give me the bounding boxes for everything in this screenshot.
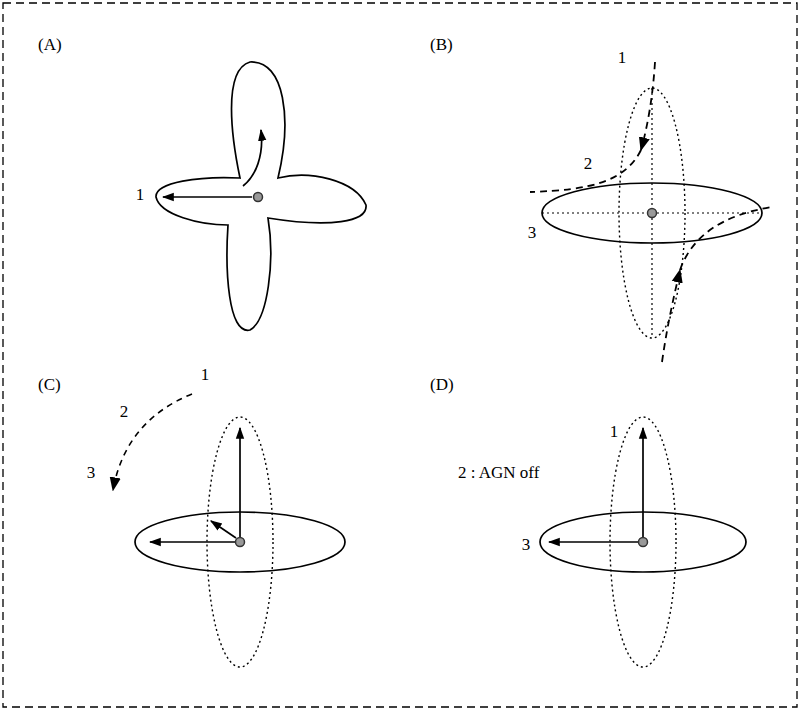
panel-label: (C) — [36, 376, 63, 395]
rotation-arrow — [243, 130, 262, 186]
panel-d — [540, 417, 746, 667]
center-dot — [648, 209, 657, 218]
vector-arrow — [549, 541, 638, 543]
callout-number: 2 — [582, 155, 595, 174]
panel-label: (A) — [36, 36, 64, 55]
vector-arrow — [239, 428, 241, 537]
vector-arrow — [211, 521, 236, 538]
evolution-arrow — [113, 394, 192, 490]
panel-label: (B) — [428, 36, 455, 55]
callout-number: 1 — [616, 49, 629, 68]
panel-a — [156, 62, 366, 330]
vector-arrow — [150, 541, 235, 543]
callout-number: 1 — [608, 423, 621, 442]
callout-number: 2 — [118, 403, 131, 422]
vector-arrow — [642, 428, 644, 537]
callout-note: 2 : AGN off — [456, 464, 541, 483]
callout-number: 3 — [85, 464, 98, 483]
vector-arrow — [163, 196, 252, 198]
panel-label: (D) — [428, 376, 456, 395]
callout-number: 3 — [526, 224, 539, 243]
center-dot — [639, 538, 648, 547]
callout-number: 3 — [520, 536, 533, 555]
panel-b — [530, 62, 772, 362]
inflow-stream — [530, 150, 641, 192]
center-dot — [236, 538, 245, 547]
callout-number: 1 — [134, 186, 147, 205]
panel-c — [113, 394, 345, 667]
dashed-frame — [3, 3, 797, 707]
inflow-stream — [662, 270, 680, 362]
callout-number: 1 — [199, 366, 212, 385]
inflow-stream — [680, 207, 772, 270]
center-dot — [254, 193, 263, 202]
inflow-stream — [641, 62, 655, 150]
pinwheel-outline — [156, 62, 366, 330]
